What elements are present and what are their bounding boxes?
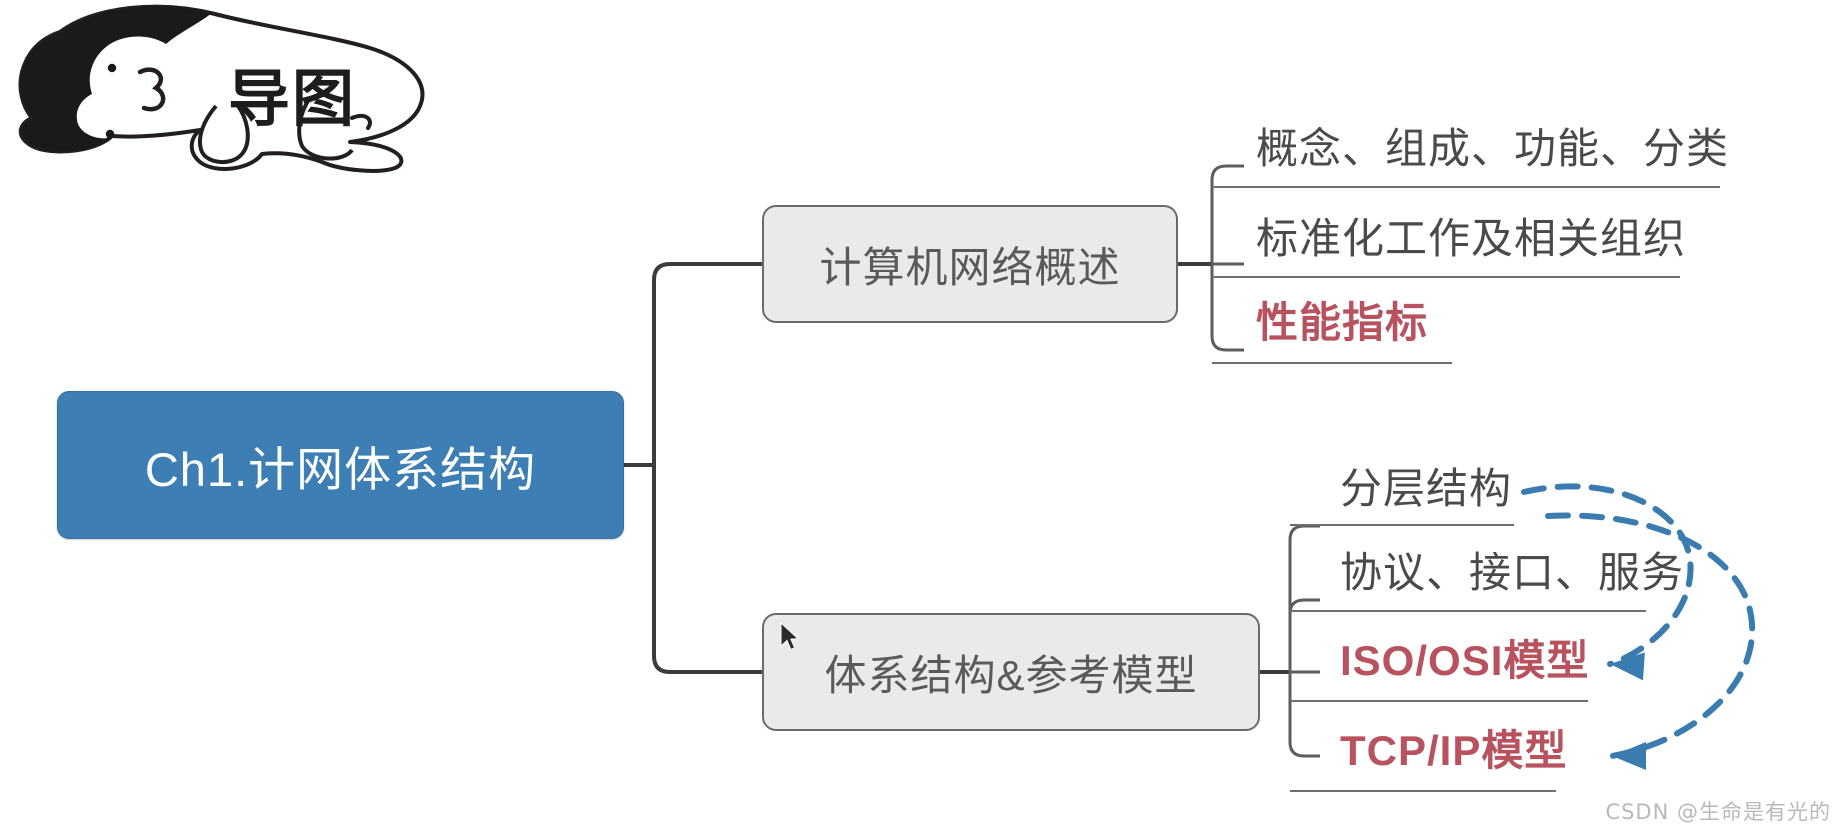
- leaf-underline: [1290, 700, 1588, 702]
- leaf-underline: [1290, 524, 1514, 526]
- leaf-underline: [1212, 276, 1680, 278]
- watermark: CSDN @生命是有光的: [1605, 800, 1831, 824]
- sleeping-cat-illustration: 导图: [0, 2, 500, 177]
- leaf-tcp-ip-model[interactable]: TCP/IP模型: [1340, 727, 1568, 774]
- branch-node-network-overview[interactable]: 计算机网络概述: [762, 205, 1178, 323]
- leaf-underline: [1212, 186, 1720, 188]
- leaf-standardization-and-organizations[interactable]: 标准化工作及相关组织: [1256, 215, 1687, 262]
- mouse-pointer-icon: [780, 622, 800, 651]
- leaf-concept-composition-function-classification[interactable]: 概念、组成、功能、分类: [1256, 125, 1730, 172]
- root-node-label: Ch1.计网体系结构: [144, 442, 537, 496]
- leaf-underline: [1290, 790, 1556, 792]
- leaf-iso-osi-model[interactable]: ISO/OSI模型: [1340, 637, 1590, 684]
- root-node-ch1[interactable]: Ch1.计网体系结构: [57, 391, 624, 539]
- leaf-underline: [1290, 610, 1646, 612]
- branch-node-architecture-reference-model[interactable]: 体系结构&参考模型: [762, 613, 1260, 731]
- leaf-protocol-interface-service[interactable]: 协议、接口、服务: [1340, 549, 1685, 596]
- branch-node-label: 体系结构&参考模型: [824, 651, 1198, 699]
- leaf-layered-structure[interactable]: 分层结构: [1340, 465, 1513, 512]
- branch-node-label: 计算机网络概述: [819, 243, 1121, 291]
- leaf-underline: [1212, 362, 1452, 364]
- leaf-performance-metrics[interactable]: 性能指标: [1256, 299, 1429, 346]
- mascot-label: 导图: [228, 62, 357, 135]
